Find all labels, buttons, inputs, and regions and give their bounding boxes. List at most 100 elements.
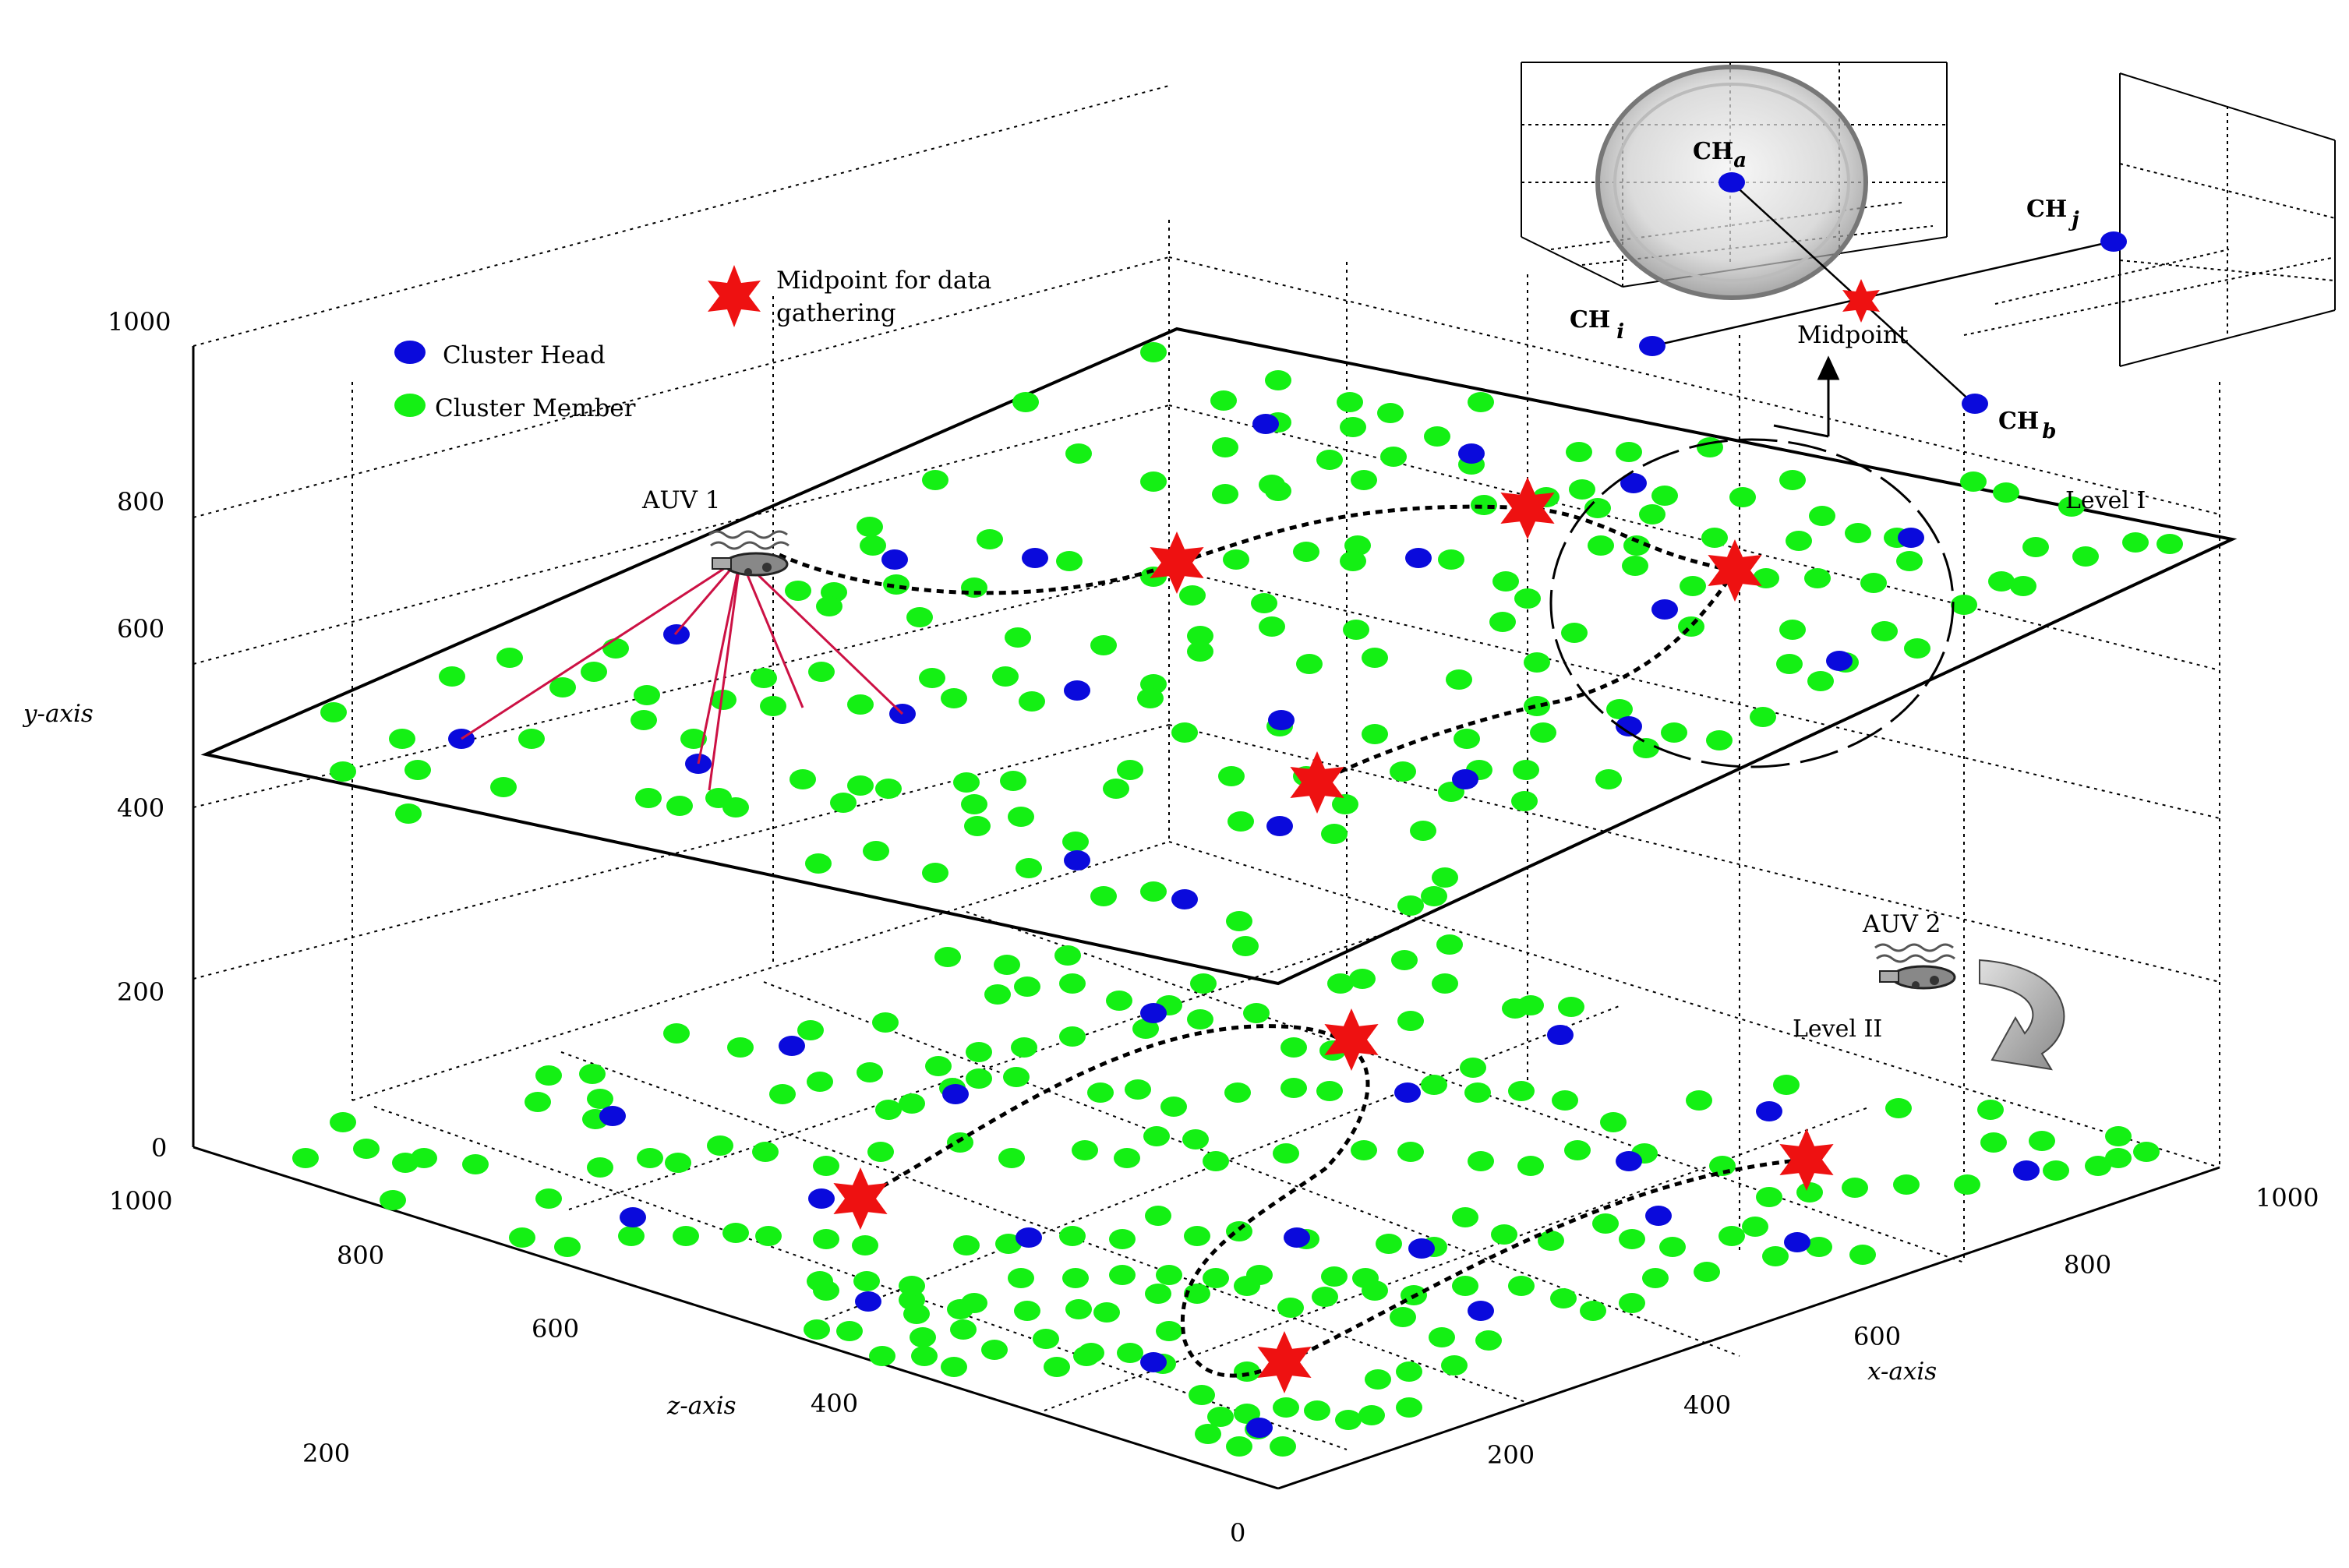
cluster-member-node bbox=[1492, 571, 1519, 592]
cluster-member-node bbox=[1786, 531, 1812, 551]
cluster-member-node bbox=[1321, 1266, 1348, 1287]
cluster-member-node bbox=[554, 1237, 581, 1257]
cluster-member-node bbox=[953, 772, 980, 793]
cluster-member-node bbox=[1160, 1097, 1187, 1117]
cluster-member-node bbox=[1514, 588, 1541, 609]
cluster-member-node bbox=[984, 984, 1011, 1005]
cluster-member-node bbox=[1145, 1284, 1171, 1304]
cluster-member-node bbox=[1226, 911, 1252, 931]
cluster-member-node bbox=[1680, 576, 1706, 596]
cluster-head-node bbox=[1246, 1418, 1273, 1438]
cluster-member-node bbox=[1140, 881, 1167, 902]
cluster-member-node bbox=[1951, 595, 1977, 615]
cluster-member-node bbox=[637, 1148, 663, 1168]
cluster-member-node bbox=[1633, 738, 1659, 758]
x-tick: 1000 bbox=[2255, 1183, 2319, 1213]
cluster-member-node bbox=[1312, 1287, 1338, 1307]
cluster-head-nodes bbox=[448, 414, 2040, 1438]
cluster-member-node bbox=[785, 581, 811, 601]
cluster-member-node bbox=[496, 648, 523, 668]
midpoint-star-icon bbox=[1708, 539, 1762, 602]
cluster-member-node bbox=[1187, 641, 1213, 662]
cluster-member-node bbox=[1762, 1246, 1789, 1266]
cluster-member-node bbox=[1212, 484, 1238, 504]
cluster-member-node bbox=[2010, 576, 2036, 596]
cluster-member-node bbox=[673, 1226, 699, 1246]
cluster-member-node bbox=[830, 793, 857, 813]
cluster-member-node bbox=[1904, 638, 1930, 659]
cluster-member-node bbox=[462, 1154, 489, 1174]
cluster-member-node bbox=[1893, 1174, 1920, 1195]
cluster-member-node bbox=[857, 517, 883, 537]
cluster-member-node bbox=[1424, 426, 1450, 447]
cluster-member-node bbox=[1569, 479, 1595, 500]
cluster-member-node bbox=[1184, 1226, 1210, 1246]
cluster-member-node bbox=[665, 1153, 691, 1173]
cluster-member-node bbox=[1280, 1037, 1307, 1058]
cluster-head-node bbox=[1394, 1082, 1421, 1103]
cluster-member-node bbox=[1885, 1098, 1912, 1118]
cluster-member-node bbox=[1352, 1268, 1379, 1288]
ch-j-node bbox=[2100, 231, 2127, 252]
cluster-member-node bbox=[1226, 1436, 1252, 1457]
legend-midpoint-text: Midpoint for data bbox=[776, 267, 991, 295]
auv1-links bbox=[461, 556, 904, 791]
cluster-member-node bbox=[1033, 1329, 1059, 1349]
cluster-head-node bbox=[599, 1106, 626, 1126]
cluster-head-node bbox=[1405, 548, 1432, 568]
midpoint-star-icon bbox=[833, 1167, 888, 1230]
cluster-member-node bbox=[1530, 722, 1556, 743]
cluster-member-node bbox=[1561, 623, 1588, 643]
cluster-member-node bbox=[1558, 997, 1584, 1017]
cluster-member-node bbox=[867, 1142, 894, 1162]
auv1-icon bbox=[708, 530, 789, 577]
cluster-member-node bbox=[1145, 1206, 1171, 1226]
cluster-member-node bbox=[727, 1037, 754, 1058]
z-axis-ticks: 1000 800 600 400 200 0 bbox=[109, 1186, 1245, 1548]
cluster-member-node bbox=[853, 1271, 880, 1291]
cluster-member-node bbox=[380, 1190, 406, 1210]
cluster-member-node bbox=[2072, 546, 2099, 567]
cluster-member-node bbox=[395, 803, 422, 824]
cluster-member-node bbox=[1678, 616, 1704, 637]
cluster-head-node bbox=[1756, 1101, 1782, 1121]
cluster-member-node bbox=[805, 853, 832, 874]
auv2-label: AUV 2 bbox=[1862, 910, 1941, 938]
midpoint-star-icon bbox=[1150, 531, 1204, 594]
midpoint-star-icon bbox=[1500, 477, 1555, 539]
ch-a-node bbox=[1718, 172, 1745, 192]
cluster-member-node bbox=[1659, 1237, 1686, 1257]
cluster-head-node bbox=[1022, 548, 1048, 568]
cluster-member-node bbox=[1362, 648, 1388, 668]
cluster-member-node bbox=[1114, 1148, 1140, 1168]
cluster-member-node bbox=[1849, 1245, 1876, 1265]
cluster-member-node bbox=[666, 796, 693, 816]
cluster-head-node bbox=[1645, 1206, 1672, 1226]
cluster-head-node bbox=[1468, 1301, 1494, 1321]
cluster-member-node bbox=[1003, 1067, 1030, 1087]
cluster-member-node bbox=[1396, 1397, 1422, 1418]
cluster-member-node bbox=[389, 729, 415, 749]
cluster-member-node bbox=[807, 1271, 833, 1291]
cluster-member-node bbox=[995, 1234, 1022, 1254]
cluster-member-node bbox=[1259, 475, 1285, 495]
cluster-member-node bbox=[1316, 450, 1343, 470]
cluster-member-node bbox=[1327, 973, 1354, 994]
cluster-member-node bbox=[1316, 1081, 1343, 1101]
cluster-member-node bbox=[525, 1092, 551, 1112]
cluster-member-node bbox=[953, 1235, 980, 1255]
cluster-member-node bbox=[1012, 392, 1039, 412]
cluster-member-node bbox=[1397, 1011, 1424, 1031]
cluster-member-node bbox=[1125, 1079, 1151, 1100]
cluster-member-node bbox=[1773, 1075, 1800, 1095]
cluster-member-node bbox=[1377, 403, 1404, 423]
cluster-member-node bbox=[836, 1321, 863, 1341]
cluster-member-node bbox=[1212, 437, 1238, 457]
cluster-member-node bbox=[1960, 471, 1987, 492]
cluster-member-node bbox=[602, 638, 629, 659]
cluster-member-node bbox=[1056, 551, 1083, 571]
cluster-head-node bbox=[1616, 716, 1642, 736]
